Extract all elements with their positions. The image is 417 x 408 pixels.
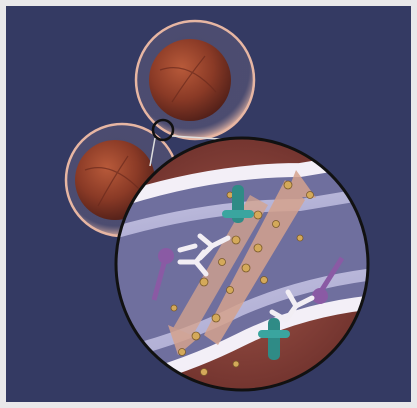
cell-upper: [136, 21, 254, 139]
